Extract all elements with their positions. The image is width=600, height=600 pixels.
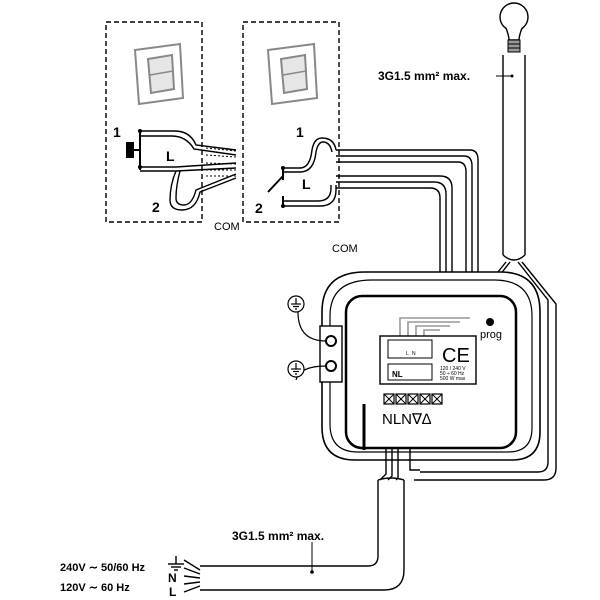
supply-cable-label: 3G1.5 mm² max.	[232, 529, 324, 543]
supply-conductor-l: L	[169, 585, 176, 599]
lamp-cable-label: 3G1.5 mm² max.	[378, 69, 470, 83]
switch-cables	[336, 149, 479, 300]
lamp	[499, 2, 529, 53]
earth-icon	[287, 295, 305, 313]
right-terminal-l: L	[302, 176, 311, 192]
earth-icon-lower	[287, 360, 305, 378]
prog-button[interactable]	[486, 318, 494, 326]
toggle-switch-symbol	[267, 168, 284, 206]
supply-voltage-240: 240V ∼ 50/60 Hz	[60, 562, 146, 574]
left-switch-leads	[140, 130, 237, 211]
supply-conductor-n: N	[168, 571, 177, 585]
prog-label: prog	[480, 329, 502, 341]
wall-switch-icon	[133, 42, 185, 106]
left-com-label: COM	[214, 221, 240, 233]
left-terminal-1: 1	[113, 124, 121, 140]
left-terminal-2: 2	[152, 199, 160, 215]
right-switch-leads	[283, 137, 337, 207]
terminal-block	[383, 393, 443, 405]
supply-earth-icon	[168, 556, 184, 571]
right-terminal-1: 1	[296, 124, 304, 140]
module-bottom-terminals: NLN∇∆	[382, 411, 432, 428]
tiny-l-label: L	[406, 351, 409, 357]
spec-line-3: 500 W max	[440, 376, 466, 382]
left-switch-box: 1 L 2	[105, 21, 237, 223]
wall-switch-icon-right	[266, 42, 319, 106]
spec-line-1: 120 / 240 V	[440, 366, 466, 372]
right-switch-box: 1 L 2	[242, 21, 340, 223]
ce-mark: CE	[442, 345, 470, 367]
spec-line-2: 50 ÷ 60 Hz	[440, 371, 465, 377]
center-com-label: COM	[332, 243, 358, 255]
right-terminal-2: 2	[255, 200, 263, 216]
lamp-cable	[414, 55, 557, 481]
left-terminal-l: L	[166, 148, 175, 164]
module-top-wiring	[399, 317, 470, 336]
earth-terminal-block	[295, 311, 343, 383]
supply-cable	[183, 448, 420, 593]
supply-voltage-120: 120V ∼ 60 Hz	[60, 582, 130, 594]
tiny-n-label: N	[412, 351, 416, 357]
module: prog NL L N CE 120 / 240 V 50 ÷ 60 Hz 50…	[344, 294, 518, 450]
module-terminal-codes: NL	[392, 370, 403, 379]
light-bulb-icon	[499, 2, 529, 53]
push-button-symbol	[126, 130, 141, 170]
